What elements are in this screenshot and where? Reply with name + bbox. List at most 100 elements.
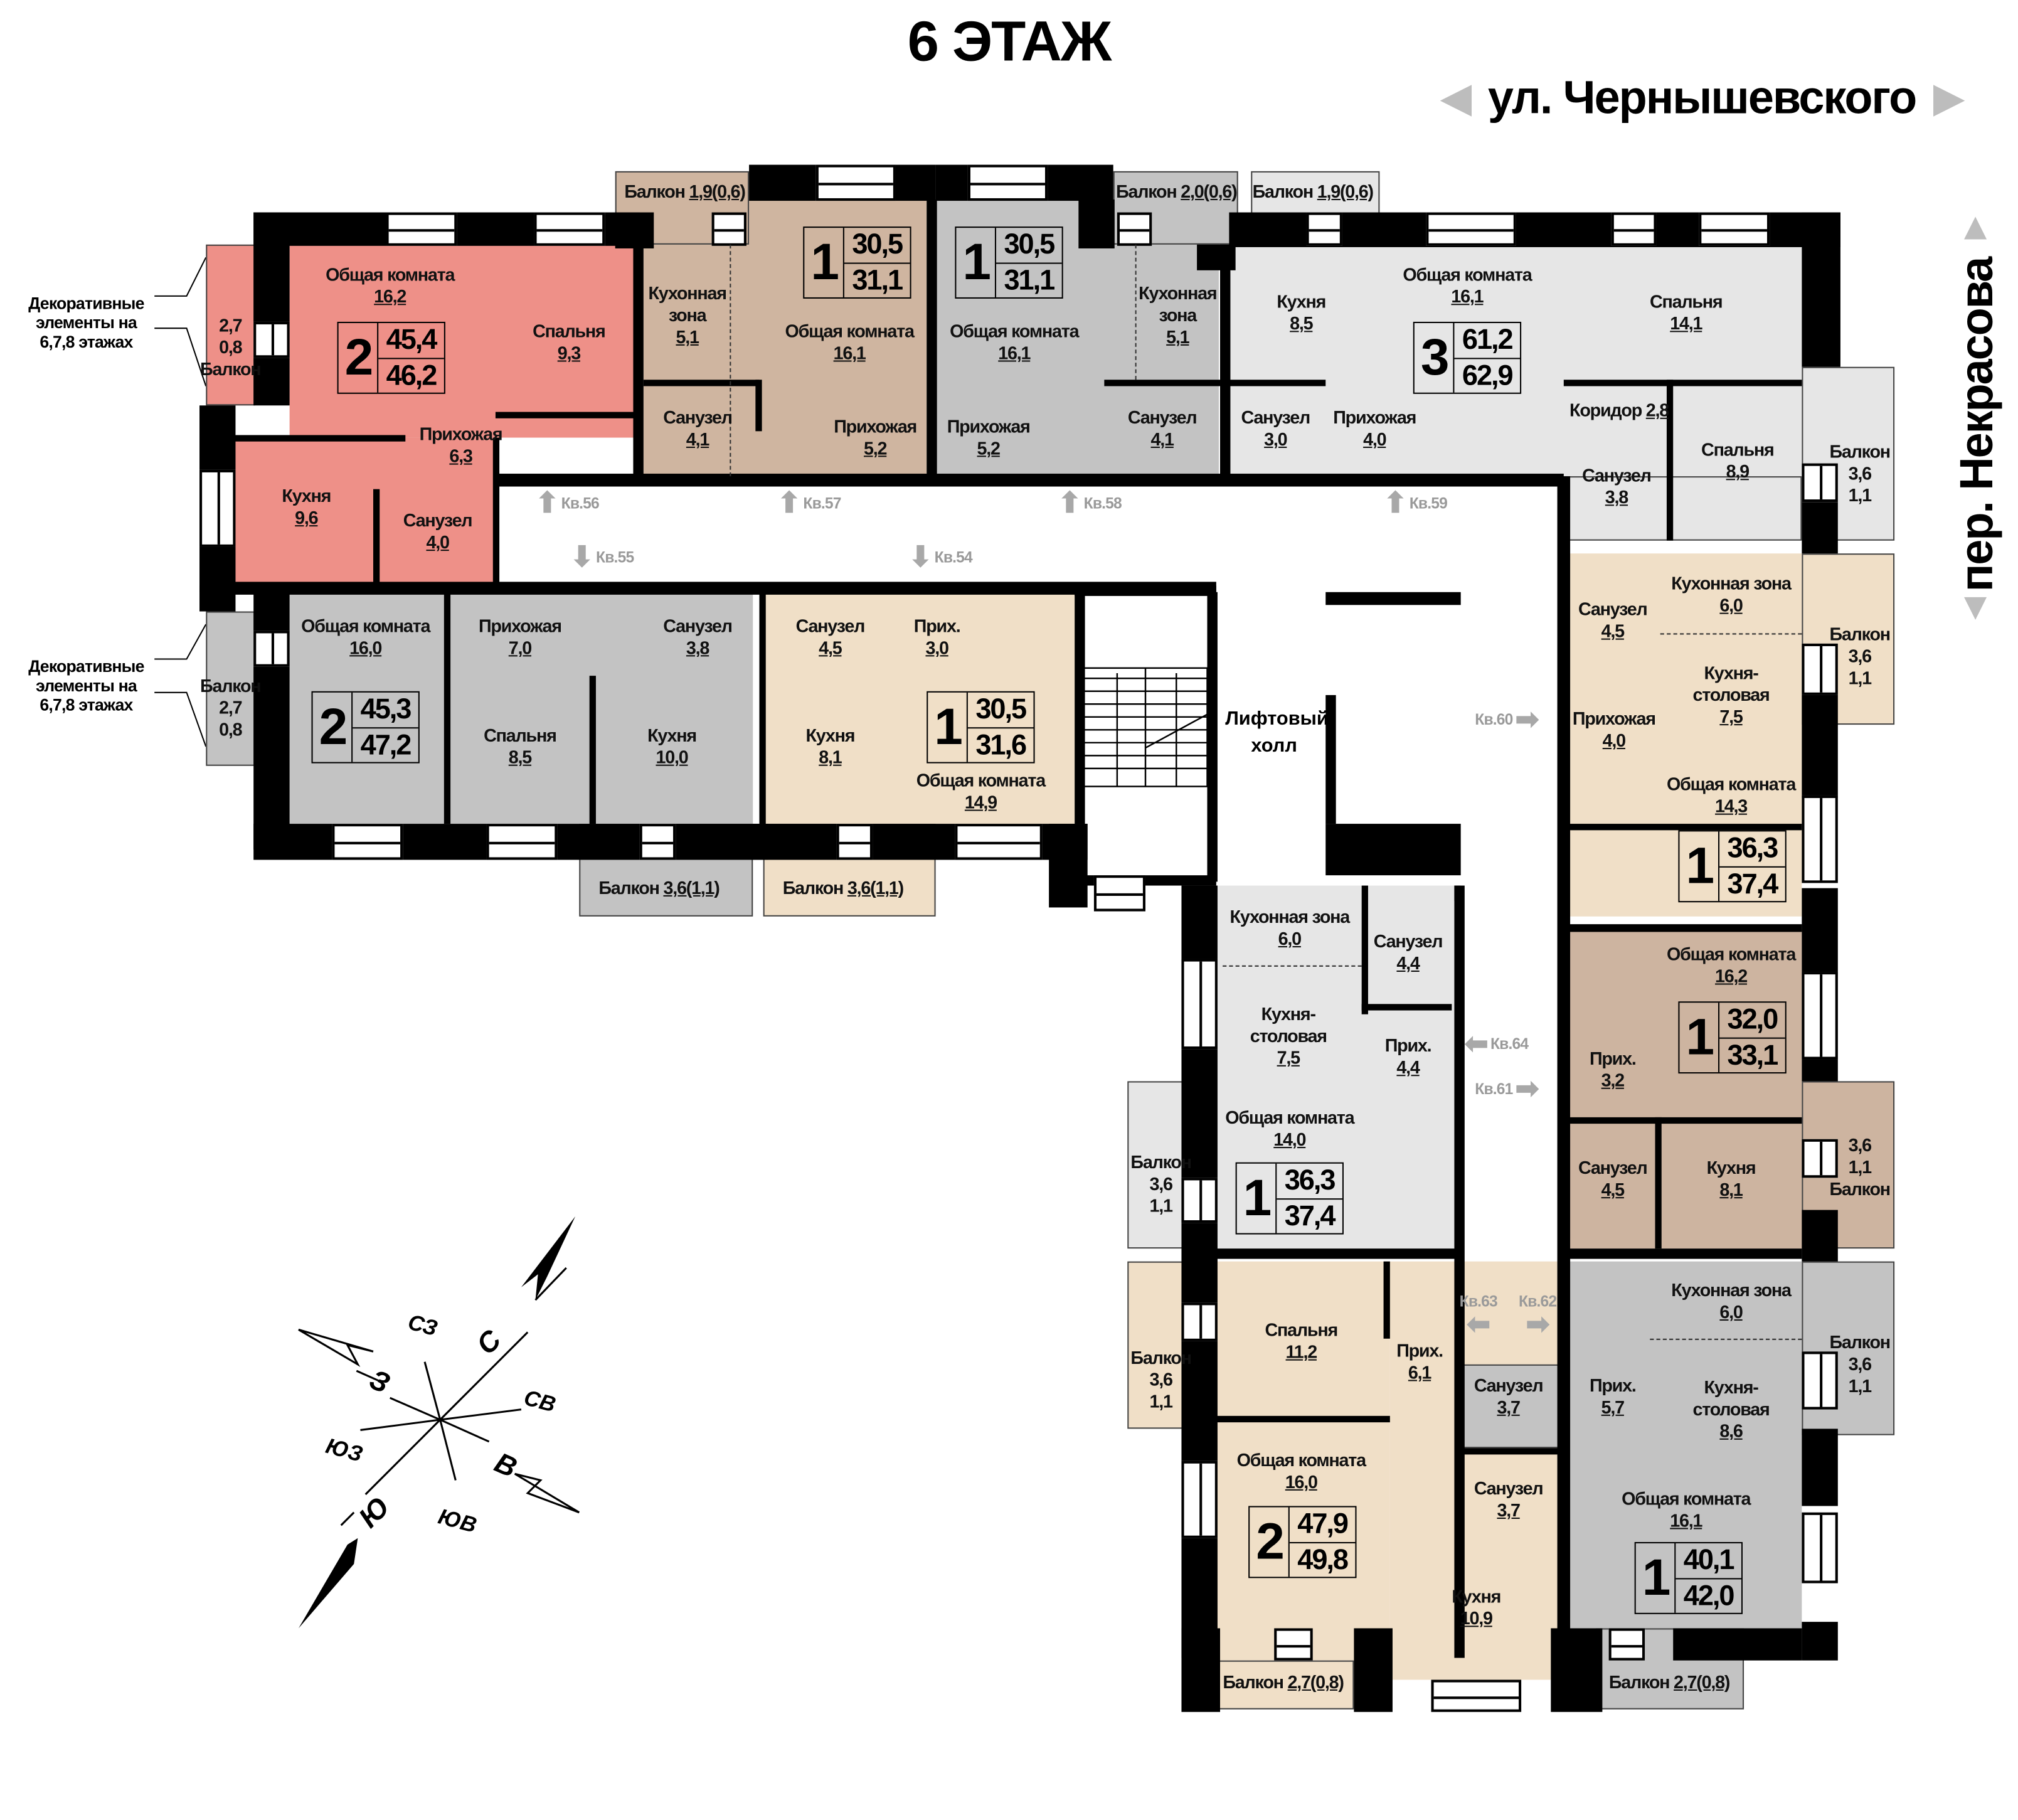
- room-area: 8,5: [1290, 312, 1313, 334]
- room-name: Прих.: [1396, 1339, 1443, 1361]
- room-name: Кухонная зона: [1139, 282, 1217, 326]
- wall: [1383, 1261, 1390, 1339]
- triangle-down-icon: ▼: [1956, 585, 1995, 629]
- wall: [1325, 694, 1336, 824]
- zone-divider: [730, 244, 731, 477]
- window: [967, 164, 1048, 201]
- room-name: Кухня: [1452, 1585, 1501, 1607]
- room-area: 3,7: [1497, 1499, 1520, 1521]
- room-name: Кухонная зона: [1229, 906, 1351, 927]
- apartment-number: Кв.60: [1475, 710, 1513, 729]
- apartment-number: Кв.56: [561, 494, 600, 513]
- note-line: 6,7,8 этажах: [40, 694, 133, 715]
- wall: [1454, 885, 1461, 902]
- wall: [1673, 1628, 1802, 1661]
- room-area: 3,0: [925, 637, 948, 658]
- room-name: Санузел: [663, 407, 733, 428]
- living-area: 32,0: [1719, 1003, 1785, 1038]
- wall: [1802, 1622, 1838, 1661]
- window: [1802, 1351, 1838, 1410]
- room-area: 3,8: [1605, 486, 1628, 508]
- arrow-up-icon: ⬆: [1058, 486, 1081, 519]
- window: [1802, 1512, 1838, 1583]
- window: [253, 321, 290, 358]
- room-name: Балкон: [782, 877, 844, 898]
- wall: [1460, 1448, 1564, 1455]
- room-area: 2,7: [219, 314, 242, 336]
- apartment-entrance-marker: ⬆Кв.59: [1383, 486, 1448, 519]
- living-area: 30,5: [967, 693, 1034, 728]
- wall: [1361, 885, 1368, 1014]
- wall: [1802, 502, 1838, 554]
- wall: [1078, 200, 1115, 248]
- wall: [1220, 244, 1231, 477]
- window: [332, 824, 403, 860]
- window: [1181, 1461, 1218, 1538]
- decorative-note: Декоративные элементы на 6,7,8 этажах: [3, 294, 170, 351]
- room-name: Балкон: [1116, 181, 1177, 202]
- room-area: 2,8: [1645, 400, 1669, 420]
- window: [639, 824, 676, 860]
- wall: [643, 380, 760, 386]
- rooms-count: 1: [804, 228, 844, 297]
- arrow-up-icon: ⬆: [1383, 486, 1408, 519]
- west-arrow-icon: [298, 1328, 374, 1367]
- balcony-label: Балкон 1,9(0,6): [624, 181, 746, 203]
- apartment-number: Кв.57: [803, 494, 841, 513]
- street-label-top: ◀ ул. Чернышевского ▶: [1442, 71, 1963, 125]
- room-area: 3,6: [1848, 645, 1872, 666]
- wall: [1802, 1429, 1838, 1506]
- wall: [1567, 1248, 1802, 1259]
- room-area: 4,0: [426, 531, 449, 553]
- apartment-area: [1229, 244, 1802, 477]
- room-name: Прихожая: [834, 415, 917, 437]
- room-name: Санузел: [795, 615, 866, 636]
- room-name: Балкон: [1130, 1347, 1192, 1368]
- arrow-down-icon: ⬇: [570, 540, 594, 573]
- window: [955, 824, 1043, 860]
- total-area: 49,8: [1297, 1543, 1349, 1575]
- wall: [1229, 380, 1326, 386]
- wall: [1216, 1415, 1390, 1423]
- apartment-area: [643, 200, 927, 477]
- east-arrow-icon: [514, 1472, 580, 1514]
- apartment-area: [206, 244, 255, 406]
- rooms-count: 2: [1250, 1507, 1290, 1577]
- room-name: Кухня-столовая: [1692, 1376, 1770, 1419]
- room-area: 3,8: [686, 637, 709, 658]
- room-name: Кухня-столовая: [1250, 1003, 1327, 1046]
- room-area: 3,2: [1601, 1069, 1625, 1090]
- apartment-entrance-marker: Кв.62➡: [1519, 1292, 1557, 1339]
- apartment-entrance-marker: Кв.60➡: [1475, 705, 1539, 733]
- apartment-number: Кв.61: [1475, 1080, 1513, 1099]
- living-area: 45,3: [353, 693, 418, 728]
- zone-divider: [1650, 1338, 1802, 1340]
- room-area: 3,6: [1848, 1134, 1872, 1156]
- room-area: 3,0: [1264, 428, 1287, 450]
- apartment-number: Кв.55: [596, 548, 634, 567]
